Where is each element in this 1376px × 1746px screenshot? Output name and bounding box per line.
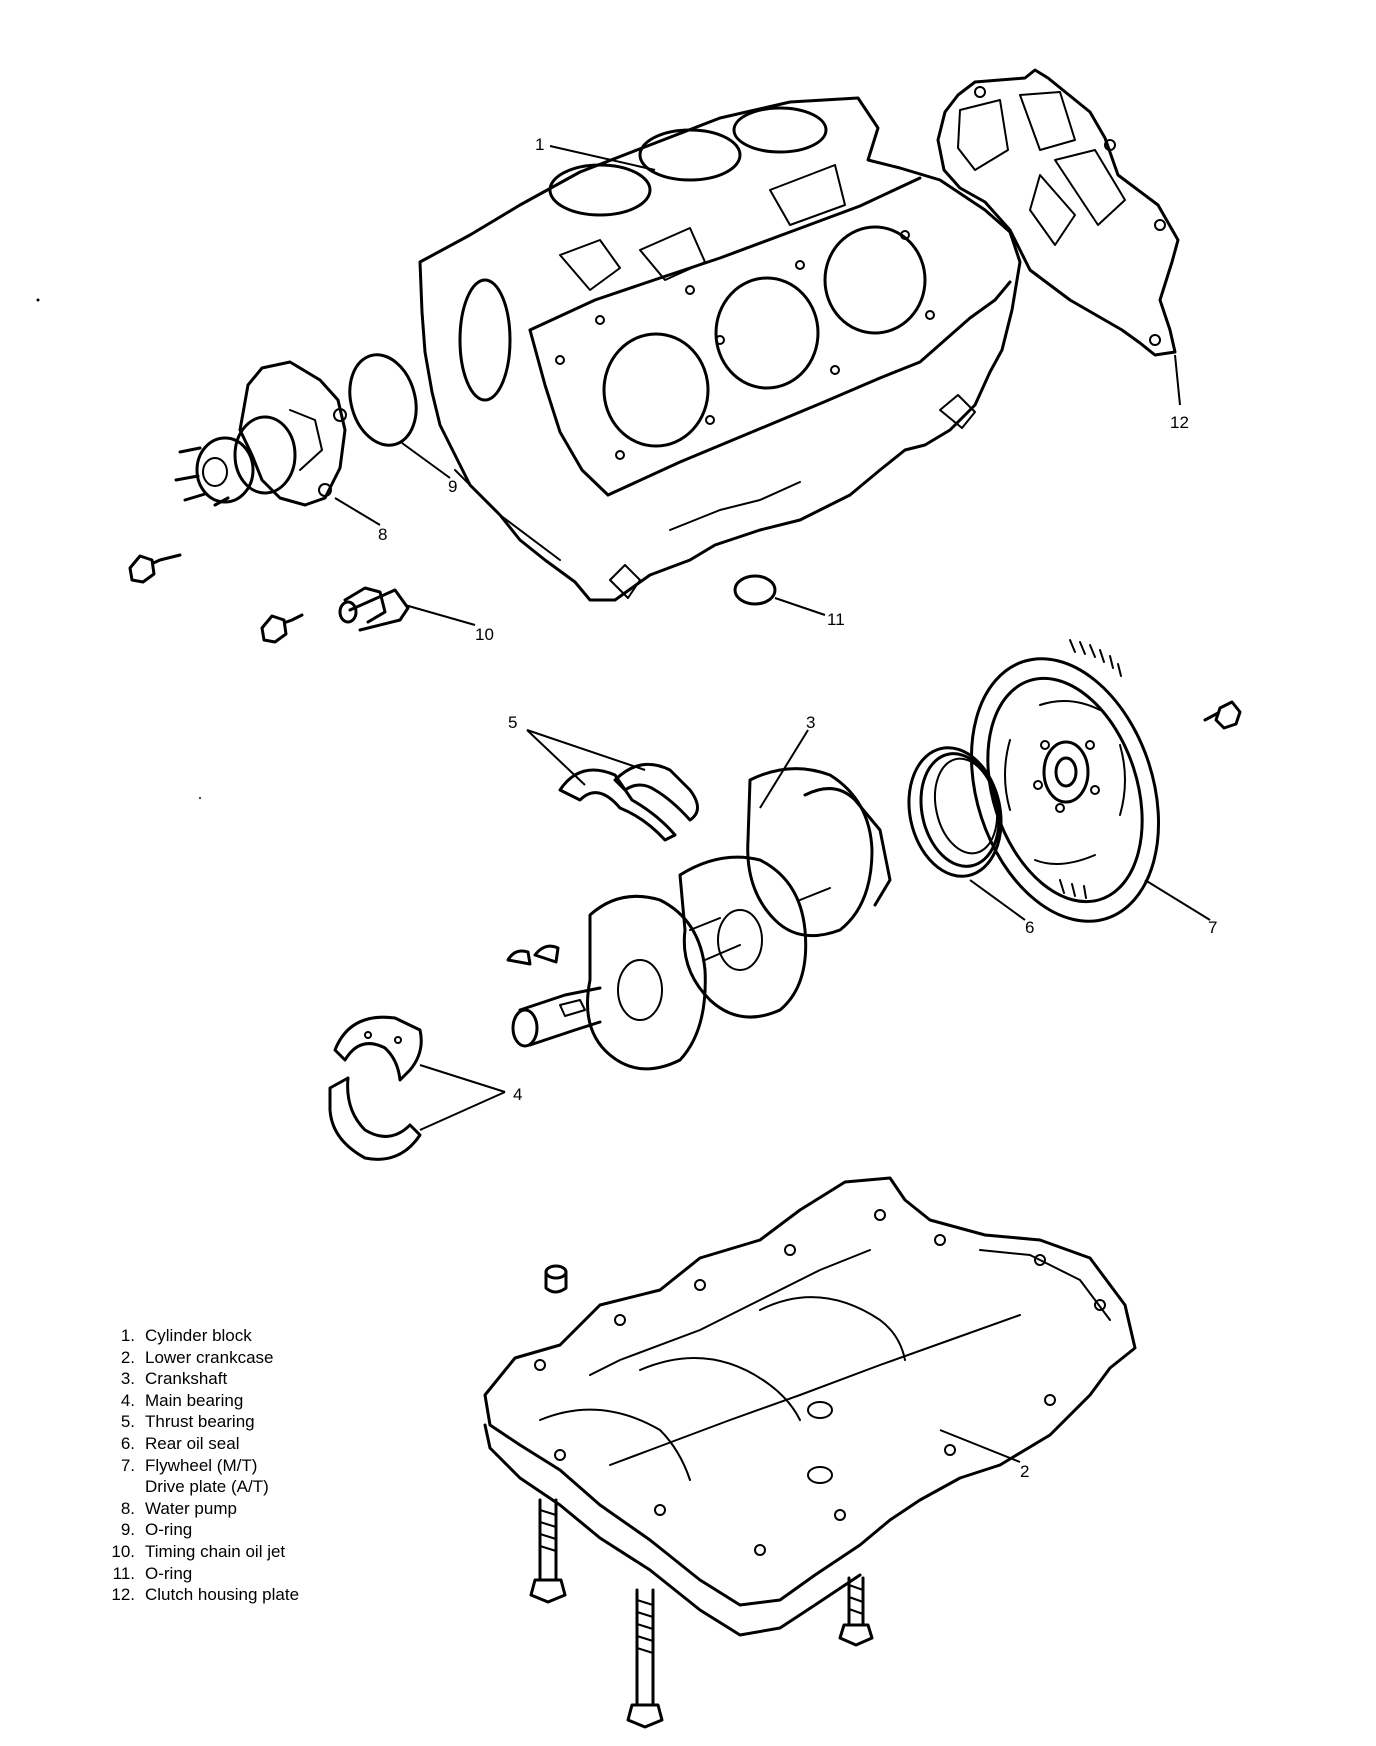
o-ring-9	[348, 353, 418, 447]
legend-number: 5.	[120, 1412, 135, 1432]
callout-7: 7	[1208, 918, 1217, 937]
legend-number: 8.	[120, 1498, 135, 1518]
o-ring-11	[733, 574, 777, 606]
legend-item: 12. Clutch housing plate	[97, 1584, 299, 1606]
legend-item: 6. Rear oil seal	[97, 1433, 299, 1455]
callout-4: 4	[513, 1085, 522, 1104]
legend-label: Timing chain oil jet	[145, 1541, 286, 1561]
legend-label: Flywheel (M/T)	[145, 1455, 258, 1475]
timing-chain-oil-jet	[338, 586, 410, 632]
legend-label: Rear oil seal	[145, 1433, 240, 1453]
speck	[199, 797, 201, 799]
dowel-pin	[544, 1264, 568, 1294]
legend-label: Thrust bearing	[145, 1412, 255, 1432]
crankshaft	[511, 767, 892, 1071]
legend-label: Main bearing	[145, 1390, 244, 1410]
callout-3: 3	[806, 713, 815, 732]
legend-label: Cylinder block	[145, 1326, 252, 1345]
legend-item: 10. Timing chain oil jet	[97, 1541, 299, 1563]
bolt-top-left	[128, 553, 182, 584]
legend-item: 5. Thrust bearing	[97, 1411, 299, 1433]
flywheel	[969, 639, 1161, 923]
crankcase-bolt-left	[529, 1498, 567, 1604]
legend-number: 12.	[111, 1585, 135, 1605]
legend-item: 11. O-ring	[97, 1563, 299, 1585]
legend-item: Drive plate (A/T)	[97, 1476, 299, 1498]
flywheel-bolt	[1203, 700, 1242, 730]
legend-number: 7.	[120, 1455, 135, 1475]
woodruff-keys	[506, 944, 560, 966]
callout-8: 8	[378, 525, 387, 544]
callout-9: 9	[448, 477, 457, 496]
legend-number: 6.	[120, 1433, 135, 1453]
legend-item: 3. Crankshaft	[97, 1368, 299, 1390]
rear-oil-seal	[907, 746, 1003, 878]
callout-2: 2	[1020, 1462, 1029, 1481]
legend-item: 4. Main bearing	[97, 1390, 299, 1412]
legend-label: Lower crankcase	[145, 1347, 274, 1367]
legend-item: 1. Cylinder block	[97, 1325, 299, 1347]
callout-5: 5	[508, 713, 517, 732]
main-bearing-lower	[328, 1076, 422, 1161]
callout-12: 12	[1170, 413, 1189, 432]
main-bearing-upper	[333, 1015, 423, 1082]
thrust-bearing-2	[613, 762, 699, 822]
cylinder-block	[418, 96, 1022, 602]
callout-10: 10	[475, 625, 494, 644]
legend-label: O-ring	[145, 1563, 193, 1583]
callout-11: 11	[827, 610, 845, 629]
legend-label: Water pump	[145, 1498, 237, 1518]
callout-1: 1	[535, 135, 544, 154]
leader-lines	[334, 145, 1211, 1463]
clutch-housing-plate	[936, 68, 1180, 357]
legend-number	[97, 1476, 145, 1498]
thrust-bearing-1	[558, 768, 677, 842]
legend-number: 3.	[120, 1369, 135, 1389]
legend-number: 4.	[120, 1390, 135, 1410]
legend-item: 9. O-ring	[97, 1519, 299, 1541]
callout-6: 6	[1025, 918, 1034, 937]
legend-label: O-ring	[145, 1520, 193, 1540]
bolt-mid-left	[260, 613, 304, 644]
legend-number: 11.	[112, 1563, 135, 1583]
legend-label: Clutch housing plate	[145, 1585, 300, 1605]
legend-label: Crankshaft	[145, 1369, 228, 1389]
crankcase-bolt-center	[626, 1588, 664, 1729]
legend-number: 1.	[120, 1326, 135, 1345]
lower-crankcase	[483, 1176, 1137, 1637]
legend-number: 9.	[120, 1520, 135, 1540]
legend-item: 8. Water pump	[97, 1498, 299, 1520]
legend-item: 7. Flywheel (M/T)	[97, 1455, 299, 1477]
legend-number: 10.	[111, 1541, 135, 1561]
water-pump	[174, 360, 347, 507]
parts-legend: 1. Cylinder block 2. Lower crankcase 3. Cra…	[97, 1325, 299, 1606]
speck	[36, 298, 40, 302]
crankcase-bolt-right	[838, 1576, 874, 1647]
legend-item: 2. Lower crankcase	[97, 1347, 299, 1369]
legend-label: Drive plate (A/T)	[145, 1477, 269, 1497]
legend-number: 2.	[120, 1347, 135, 1367]
